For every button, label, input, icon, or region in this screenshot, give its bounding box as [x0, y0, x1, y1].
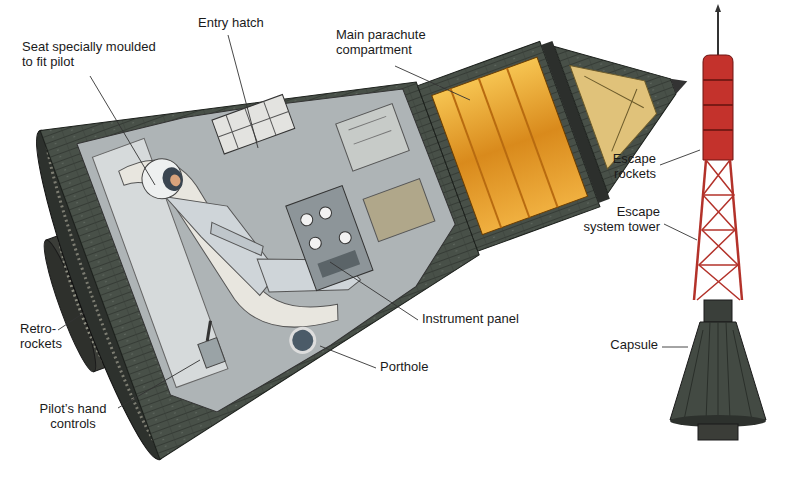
part-label: Retro- rockets [20, 322, 70, 352]
part-label: Escape system tower [578, 205, 660, 235]
part-label: Capsule [598, 338, 658, 353]
part-label: Porthole [380, 360, 450, 375]
part-label: Entry hatch [198, 16, 298, 31]
part-label: Instrument panel [422, 312, 542, 327]
part-label: Escape rockets [598, 152, 656, 182]
escape-tower-figure [670, 4, 766, 440]
leader-lines [58, 35, 700, 408]
part-label: Main parachute compartment [336, 28, 446, 58]
capsule-cutaway [1, 0, 747, 474]
part-label: Seat specially moulded to fit pilot [22, 40, 157, 70]
part-label: Pilot’s hand controls [30, 402, 116, 432]
